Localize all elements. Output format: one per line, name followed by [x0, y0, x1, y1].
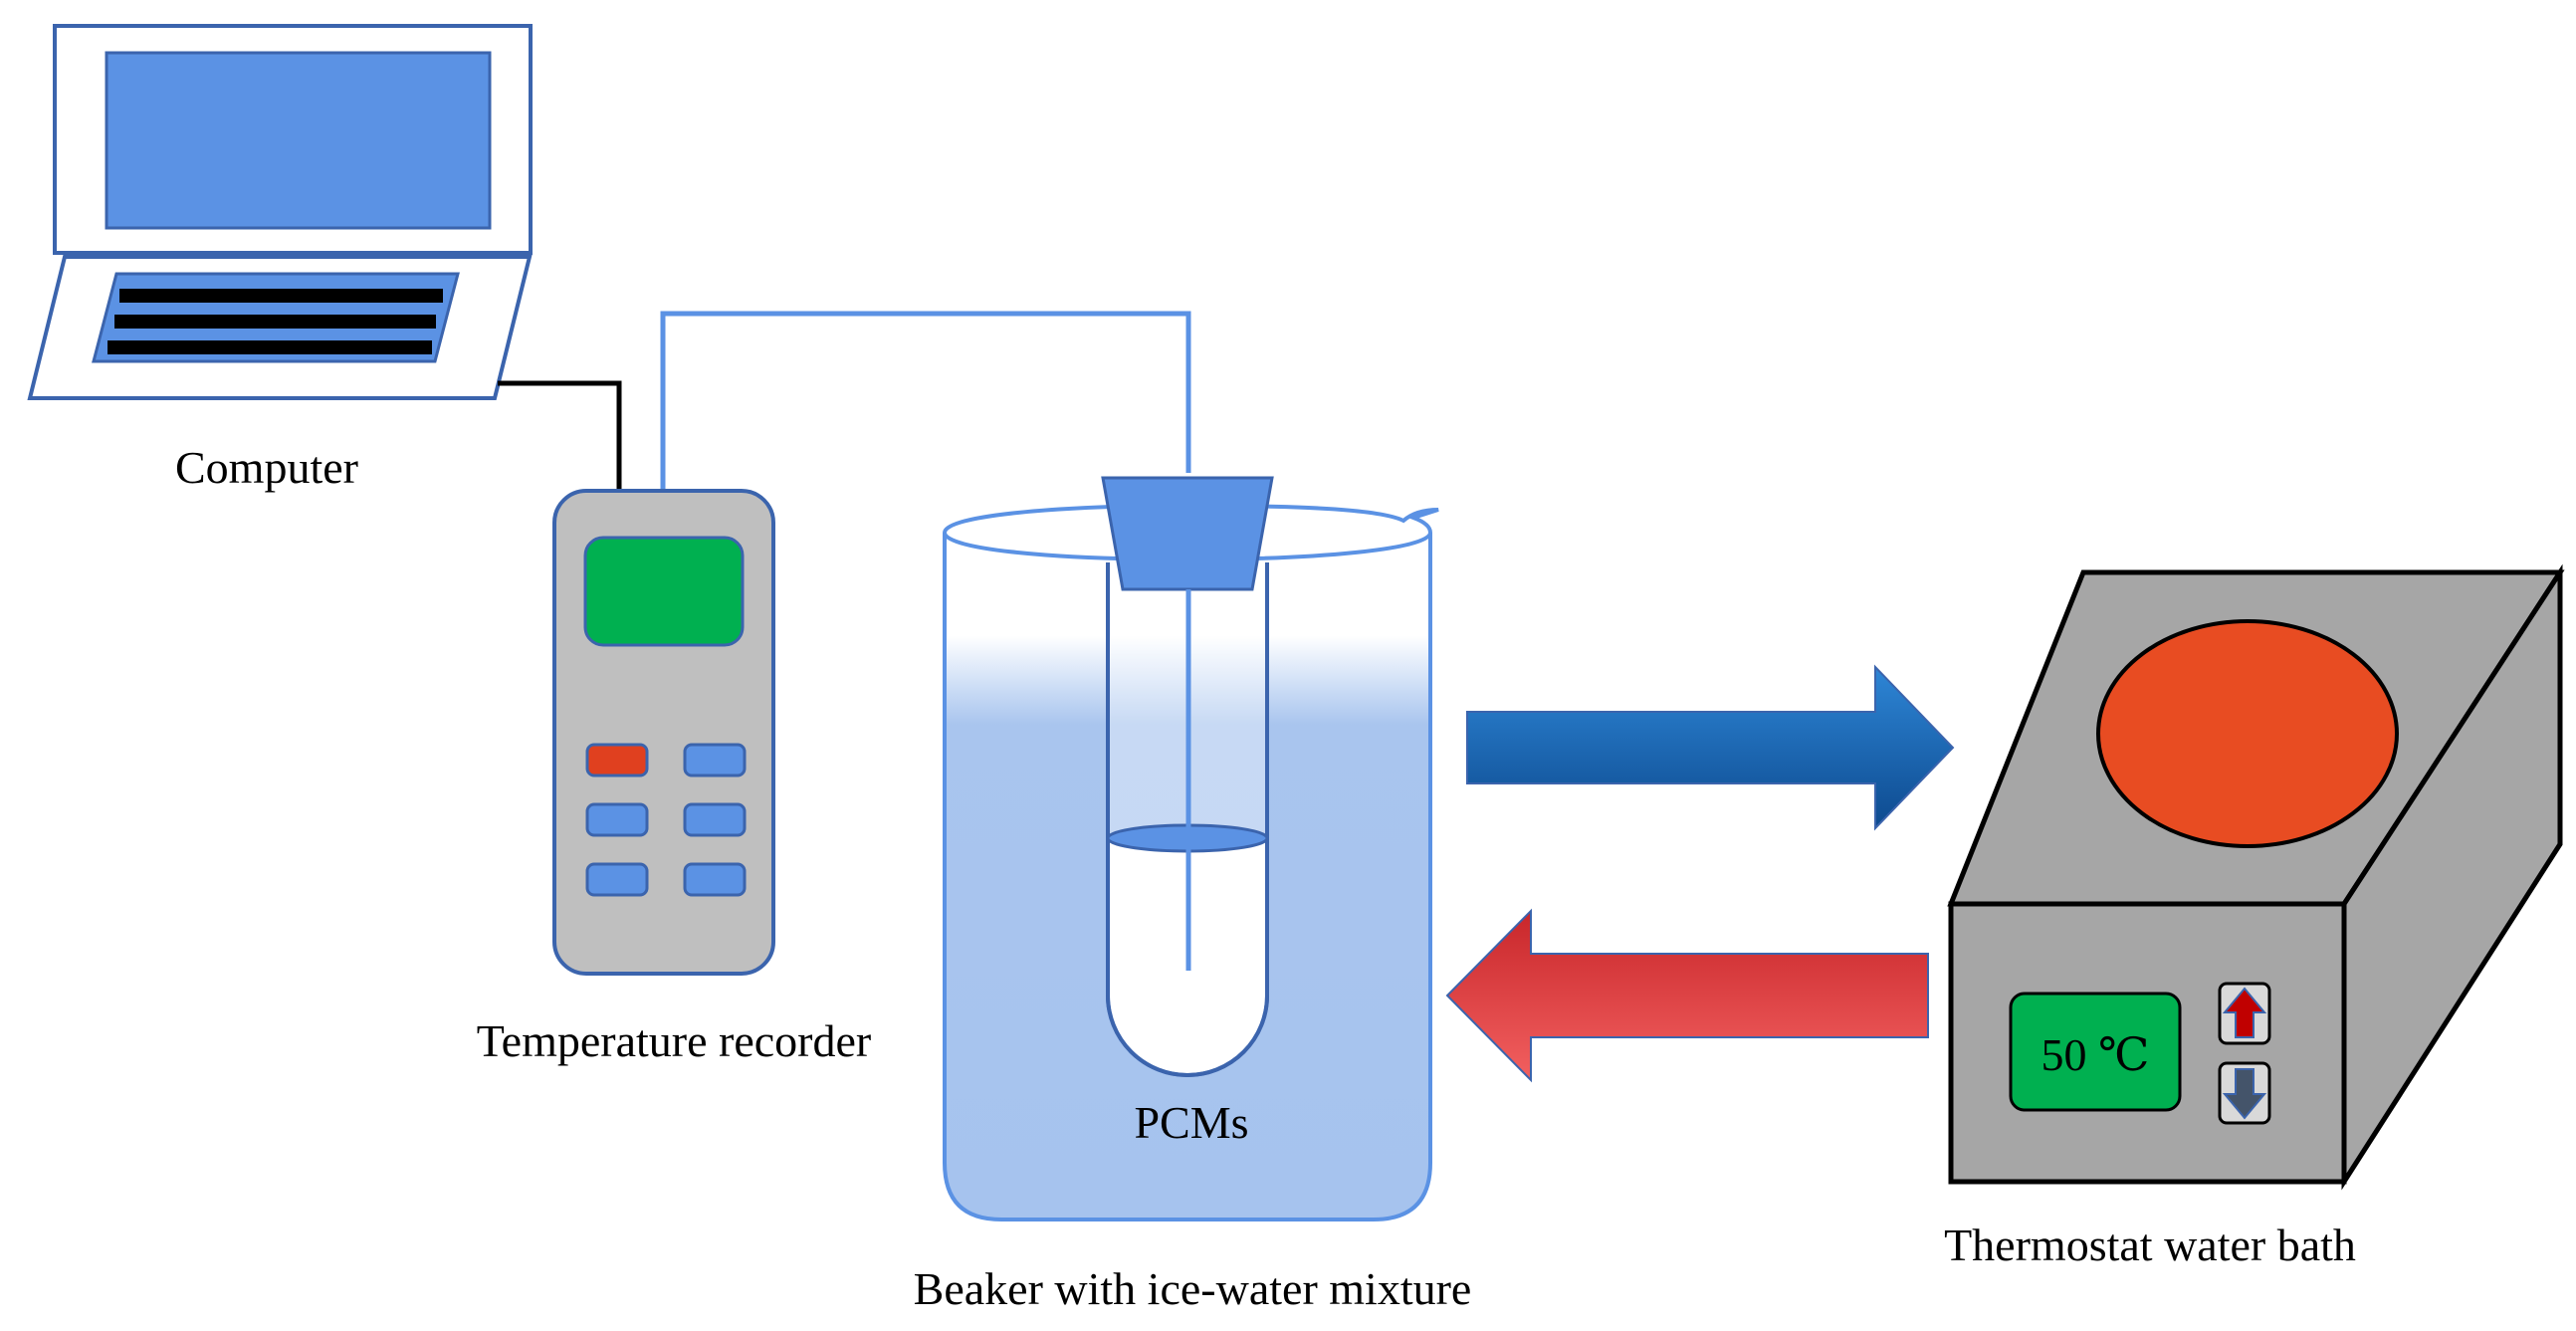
- up-arrow-icon[interactable]: [2218, 982, 2271, 1045]
- bath-temperature-readout: 50 ℃: [2041, 1029, 2150, 1080]
- cold-water-flow-arrow: [1466, 664, 1955, 831]
- thermostat-water-bath: 50 ℃ Thermostat water bath: [1944, 563, 2565, 1270]
- recorder-button: [683, 743, 747, 777]
- recorder-button: [585, 802, 649, 837]
- pcms-label: PCMs: [1134, 1097, 1248, 1148]
- down-arrow-icon[interactable]: [2218, 1061, 2271, 1125]
- beaker: PCMs Beaker with ice-water mixture: [914, 476, 1472, 1314]
- laptop-screen: [105, 51, 492, 230]
- keyboard-row: [114, 315, 436, 329]
- keyboard-row: [107, 340, 432, 354]
- bath-display: [2009, 992, 2182, 1112]
- keyboard-row: [119, 289, 443, 303]
- heating-plate: [2096, 619, 2399, 848]
- hot-water-flow-arrow: [1445, 908, 1929, 1083]
- computer-label: Computer: [175, 442, 358, 493]
- thermocouple-wire: [660, 311, 1191, 493]
- recorder-screen: [583, 536, 745, 647]
- recorder-button: [585, 862, 649, 897]
- recorder-button-red: [585, 743, 649, 777]
- temperature-recorder: Temperature recorder: [477, 489, 871, 1066]
- computer-cable: [498, 380, 622, 493]
- beaker-label: Beaker with ice-water mixture: [914, 1263, 1472, 1314]
- recorder-button: [683, 802, 747, 837]
- computer: Computer: [27, 24, 533, 493]
- pcm-tube-outline: [1106, 838, 1269, 1077]
- temperature-recorder-label: Temperature recorder: [477, 1015, 871, 1066]
- stopper: [1101, 476, 1274, 591]
- thermostat-label: Thermostat water bath: [1944, 1220, 2356, 1270]
- beaker-wall: [943, 533, 1432, 1221]
- recorder-button: [683, 862, 747, 897]
